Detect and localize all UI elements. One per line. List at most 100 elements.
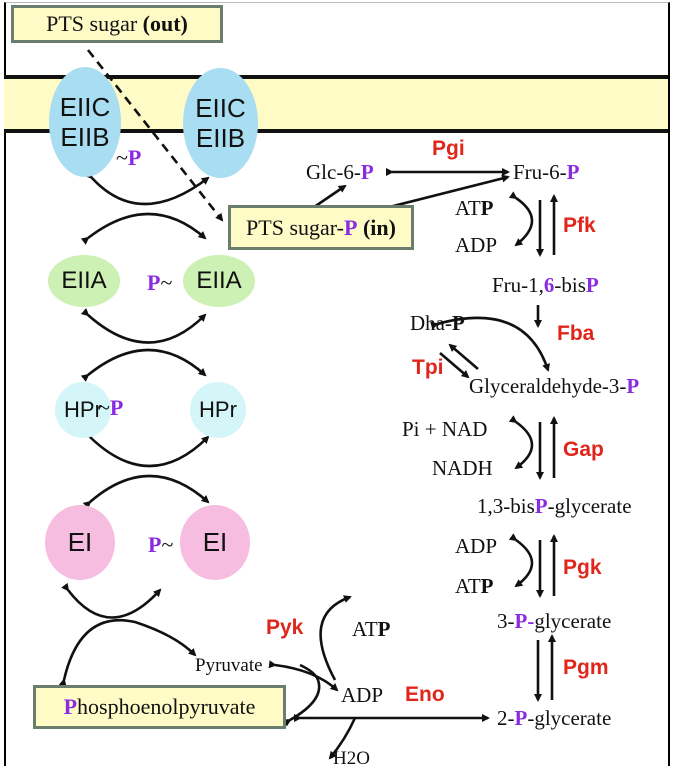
phospho-p: P xyxy=(109,395,124,420)
gap-label: Glyceraldehyde-3-P xyxy=(469,374,639,399)
tpi-forward-arrow xyxy=(439,352,470,379)
pg3-label: 3-P-glycerate xyxy=(497,609,611,634)
eiia-right-label: EIIA xyxy=(196,267,242,294)
ei-left: EI xyxy=(45,505,115,580)
eiib-right-label: EIIB xyxy=(195,123,246,153)
pfk-adp-label: ADP xyxy=(455,233,498,257)
tilde: ~ xyxy=(116,145,128,170)
phospho-p: P xyxy=(585,273,599,297)
eiia-right: EIIA xyxy=(183,255,255,307)
pts-sugar-in-suffix: (in) xyxy=(357,214,396,240)
eno-water-arrow xyxy=(328,717,357,760)
phospho-p: P xyxy=(147,270,161,295)
ei-hpr-arrow-2 xyxy=(82,474,210,509)
pgk-cofactor-arrow xyxy=(508,533,534,588)
text: AT xyxy=(455,574,481,598)
phospho-p: P xyxy=(451,311,465,335)
enzyme-gap: Gap xyxy=(563,438,604,461)
phospho-p: P xyxy=(377,617,391,641)
text: glycerate xyxy=(534,609,612,633)
enzyme-pyk: Pyk xyxy=(266,616,304,639)
fru16bp-label: Fru-1,6-bisP xyxy=(492,273,599,298)
phospho-p: P xyxy=(344,214,358,240)
enzyme-pgm: Pgm xyxy=(563,656,609,679)
pyruvate-label: Pyruvate xyxy=(195,655,263,676)
eiia-left-label: EIIA xyxy=(61,267,107,294)
pts-sugar-out-bold: (out) xyxy=(142,11,188,36)
text: 2- xyxy=(497,706,515,730)
glc6p-label: Glc-6-P xyxy=(306,160,374,185)
eiia-left: EIIA xyxy=(48,255,120,307)
pts-sugar-out-box: PTS sugar (out) xyxy=(11,5,223,43)
bpg-label: 1,3-bisP-glycerate xyxy=(477,494,632,519)
tpi-back-arrow xyxy=(448,343,479,370)
enzyme-eno: Eno xyxy=(405,683,445,706)
enzyme-tpi: Tpi xyxy=(412,356,444,379)
hpr-right: HPr xyxy=(190,382,246,438)
pts-sugar-in-label: PTS sugar- xyxy=(246,214,344,240)
hpr-phospho-label: ~P xyxy=(98,395,123,421)
pyk-atp-label: ATP xyxy=(352,617,391,642)
pyk-pep-arrow xyxy=(282,663,321,727)
dhap-label: Dha-P xyxy=(410,311,465,336)
text: Glc-6- xyxy=(306,160,361,184)
text: Dha- xyxy=(410,311,452,335)
text: -glycerate xyxy=(527,706,612,730)
hpr-left: HPr xyxy=(55,382,111,438)
gap-cofactor-in: Pi + NAD xyxy=(402,417,488,441)
pyk-atp-arrow xyxy=(319,595,352,681)
eiic-eiib-left: EIIC EIIB xyxy=(49,67,121,177)
six: 6 xyxy=(543,273,555,297)
enzyme-pfk: Pfk xyxy=(563,214,596,237)
pgk-atp-label: ATP xyxy=(455,574,494,599)
text: Glyceraldehyde-3- xyxy=(469,374,627,398)
text: AT xyxy=(352,617,378,641)
fba-split-arrow xyxy=(430,316,550,372)
pyk-adp-label: ADP xyxy=(341,683,384,707)
pyk-adp-arrow xyxy=(268,660,339,692)
ei-right-label: EI xyxy=(202,527,228,557)
text: -bis xyxy=(554,273,586,297)
enzyme-fba: Fba xyxy=(557,322,595,345)
phospho-p: P xyxy=(63,694,78,719)
eiia-hpr-arrow-2 xyxy=(80,348,207,382)
text: 3- xyxy=(497,609,515,633)
pfk-atp-label: ATP xyxy=(455,196,494,221)
diagram-frame xyxy=(4,2,670,766)
text: -glycerate xyxy=(547,494,632,518)
pts-sugar-out-label: PTS sugar xyxy=(46,11,143,36)
phospho-p: P xyxy=(514,609,528,633)
phospho-p: P xyxy=(127,145,142,170)
eiic-right-label: EIIC xyxy=(195,93,246,123)
phospho-p: P xyxy=(626,374,640,398)
eiic-eiia-arrow-1 xyxy=(84,170,210,206)
pfk-cofactor-arrow xyxy=(508,191,534,247)
phospho-p: P xyxy=(514,706,528,730)
phospho-p: P xyxy=(148,532,162,557)
eiic-eiib-right: EIIC EIIB xyxy=(183,68,258,178)
tilde: ~ xyxy=(161,532,174,557)
text: Fru-6- xyxy=(513,160,567,184)
gap-cofactor-arrow xyxy=(508,415,534,470)
sugar-transport-arrow xyxy=(86,49,224,222)
ei-pep-arrow-1 xyxy=(61,582,162,619)
eiib-left-label: EIIB xyxy=(60,122,110,152)
pgk-adp-label: ADP xyxy=(455,534,498,558)
pep-label: hosphoenolpyruvate xyxy=(77,694,256,719)
hpr-right-label: HPr xyxy=(199,397,237,422)
gap-cofactor-out: NADH xyxy=(432,456,493,480)
eiic-phospho-label: ~P xyxy=(116,145,141,171)
hpr-left-label: HPr xyxy=(64,397,102,422)
phospho-p: P xyxy=(480,196,494,220)
eiic-eiia-arrow-2 xyxy=(80,212,207,245)
enzyme-pgi: Pgi xyxy=(432,137,465,160)
ei-right: EI xyxy=(180,505,250,580)
phospho-p: P xyxy=(566,160,580,184)
eno-h2o-label: H2O xyxy=(333,748,370,769)
ei-left-label: EI xyxy=(67,527,93,557)
pep-pyruvate-arrow xyxy=(58,619,197,687)
phospho-p: P xyxy=(360,160,374,184)
pg2-label: 2-P-glycerate xyxy=(497,706,611,731)
hpr-ei-arrow-1 xyxy=(82,429,210,468)
